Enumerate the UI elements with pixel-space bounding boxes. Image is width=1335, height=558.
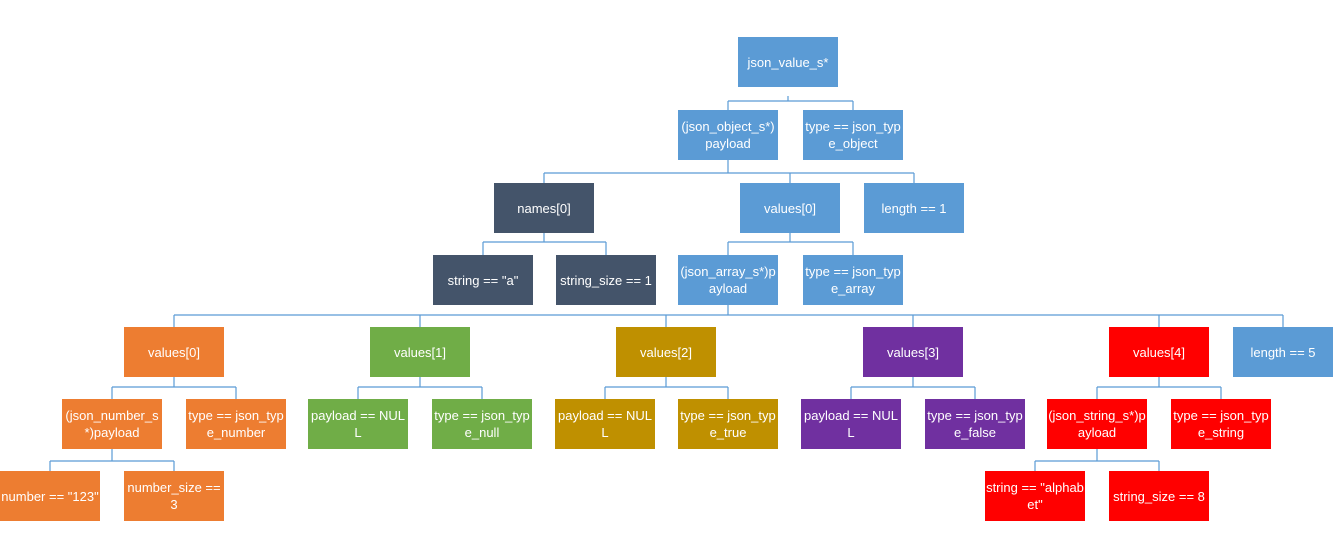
node-json-value-root: json_value_s* (738, 37, 838, 87)
node-object-length: length == 1 (864, 183, 964, 233)
connector-v0 (111, 377, 237, 399)
node-object-payload: (json_object_s*)payload (678, 110, 778, 160)
node-name-string-size: string_size == 1 (556, 255, 656, 305)
node-array-payload: (json_array_s*)payload (678, 255, 778, 305)
connector-number (49, 449, 175, 471)
node-names0: names[0] (494, 183, 594, 233)
node-string-payload: (json_string_s*)payload (1047, 399, 1147, 449)
node-number-size: number_size == 3 (124, 471, 224, 521)
connector-names0 (482, 233, 607, 255)
connector-v1 (357, 377, 483, 399)
node-name-string: string == "a" (433, 255, 533, 305)
connector-array (173, 305, 1284, 327)
node-array-type: type == json_type_array (803, 255, 903, 305)
node-array-values4: values[4] (1109, 327, 1209, 377)
node-object-type: type == json_type_object (803, 110, 903, 160)
node-true-payload: payload == NULL (555, 399, 655, 449)
connector-object (543, 160, 915, 183)
node-false-type: type == json_type_false (925, 399, 1025, 449)
connector-v4 (1096, 377, 1222, 399)
node-string-type: type == json_type_string (1171, 399, 1271, 449)
node-array-values2: values[2] (616, 327, 716, 377)
node-true-type: type == json_type_true (678, 399, 778, 449)
node-number-payload: (json_number_s*)payload (62, 399, 162, 449)
connector-root (727, 96, 854, 110)
node-string-value: string == "alphabet" (985, 471, 1085, 521)
node-string-size: string_size == 8 (1109, 471, 1209, 521)
connector-v3 (850, 377, 976, 399)
node-null-payload: payload == NULL (308, 399, 408, 449)
connector-values0 (727, 233, 854, 255)
connector-string (1034, 449, 1160, 471)
node-array-values0: values[0] (124, 327, 224, 377)
node-null-type: type == json_type_null (432, 399, 532, 449)
node-array-values3: values[3] (863, 327, 963, 377)
node-number-value: number == "123" (0, 471, 100, 521)
node-array-length: length == 5 (1233, 327, 1333, 377)
node-object-values0: values[0] (740, 183, 840, 233)
node-number-type: type == json_type_number (186, 399, 286, 449)
node-array-values1: values[1] (370, 327, 470, 377)
connector-v2 (604, 377, 729, 399)
node-false-payload: payload == NULL (801, 399, 901, 449)
